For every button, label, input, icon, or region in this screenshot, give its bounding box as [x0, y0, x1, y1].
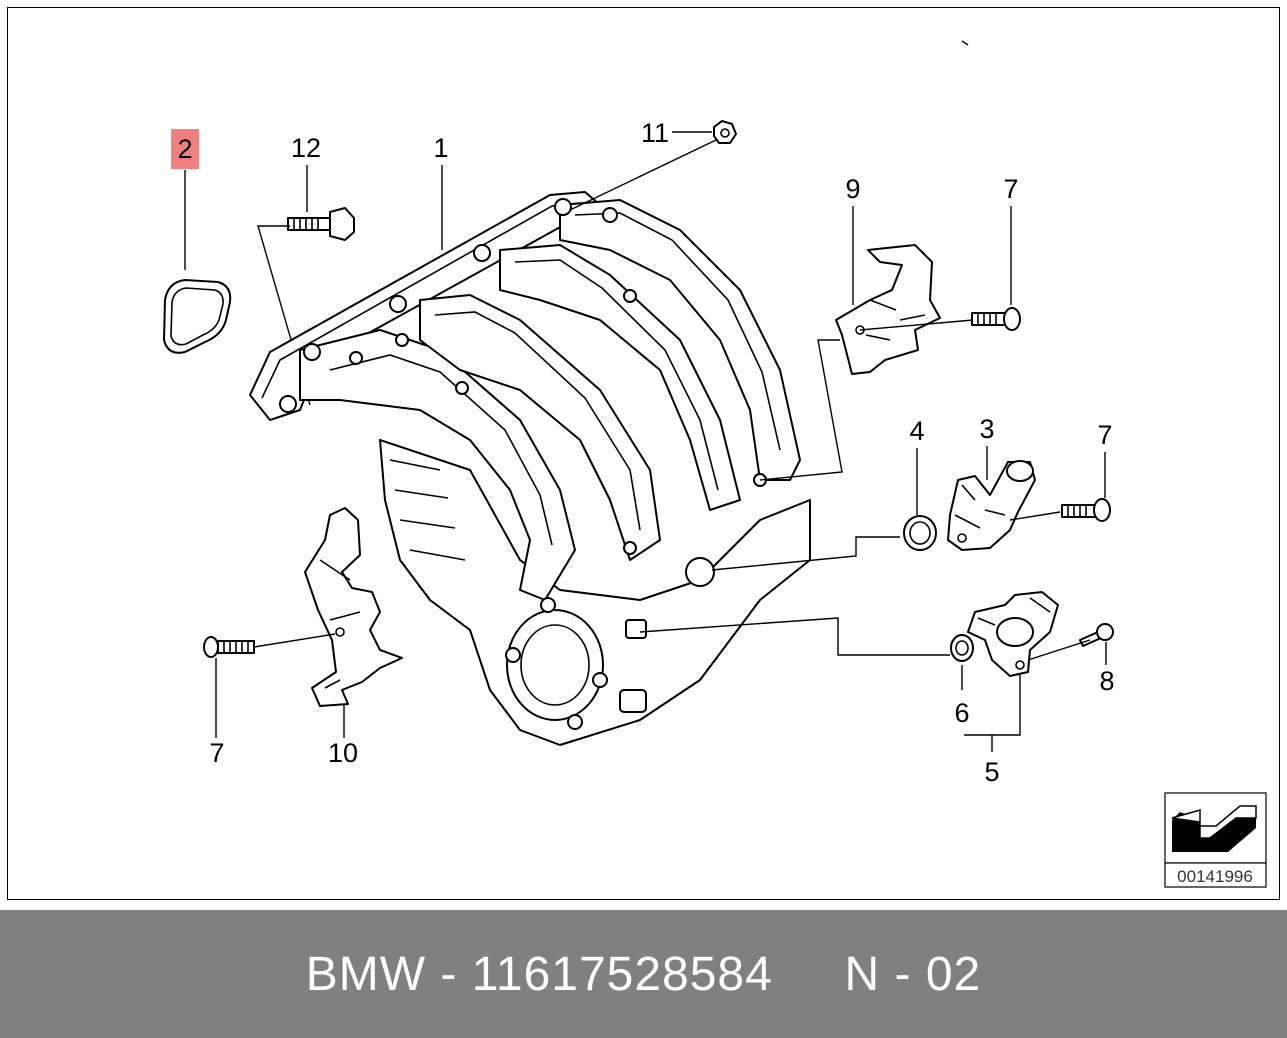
part-number: 11617528584 [471, 947, 773, 1001]
callout-11-pointer [569, 139, 717, 211]
callout-12[interactable]: 12 [291, 133, 321, 163]
part-caption: BMW - 11617528584 N - 02 [306, 947, 982, 1002]
drawing-number-box [1164, 862, 1267, 888]
bolt-part-7-middle [1061, 498, 1111, 522]
callout-6[interactable]: 6 [954, 698, 969, 728]
gasket-part-2 [163, 279, 232, 354]
drawing-number: 00141996 [1177, 867, 1253, 886]
callout-9[interactable]: 9 [845, 174, 860, 204]
nut-part-11 [713, 120, 737, 144]
bracket-10-bolt-line [253, 633, 336, 648]
intake-manifold-part-1 [249, 191, 811, 746]
callout-7-upper[interactable]: 7 [1003, 174, 1018, 204]
bracket-9-bolt-line [859, 319, 974, 331]
stray-mark [961, 40, 969, 46]
diagram-frame [7, 7, 1280, 900]
position-number: 02 [925, 947, 982, 1001]
o-ring-part-4 [903, 515, 937, 551]
callout-10[interactable]: 10 [328, 738, 358, 768]
sensor-part-5 [967, 591, 1059, 677]
separator: - [440, 947, 458, 1001]
parts-diagram: 2 12 1 [163, 40, 1267, 888]
flange-3-pointer [711, 536, 900, 571]
callout-11[interactable]: 11 [641, 118, 669, 148]
callout-7-middle[interactable]: 7 [1097, 420, 1112, 450]
screw-part-8 [1079, 623, 1114, 647]
flange-3-bolt-line [1009, 511, 1061, 521]
callout-8[interactable]: 8 [1099, 666, 1114, 696]
callout-5[interactable]: 5 [984, 757, 999, 787]
position-code: N [844, 947, 881, 1001]
coolant-flange-part-3 [947, 460, 1036, 551]
footer-bar: BMW - 11617528584 N - 02 [0, 910, 1287, 1038]
callout-5-bracket [964, 675, 1021, 752]
bracket-part-10 [304, 507, 403, 707]
o-ring-part-6 [950, 634, 974, 662]
callout-4[interactable]: 4 [909, 416, 924, 446]
sensor-5-pointer [639, 617, 950, 656]
bracket-part-9 [835, 244, 941, 375]
callout-7-lower[interactable]: 7 [209, 738, 224, 768]
separator: - [894, 947, 912, 1001]
sensor-5-screw-line [1027, 639, 1091, 661]
callout-3[interactable]: 3 [979, 414, 994, 444]
callout-9-pointer [759, 339, 843, 481]
bolt-part-7-lower [203, 636, 255, 658]
brand-label: BMW [305, 947, 427, 1001]
callout-2-highlight [171, 129, 199, 169]
callout-1[interactable]: 1 [433, 133, 448, 163]
bolt-part-7-upper [971, 307, 1021, 331]
direction-arrow-icon [1164, 792, 1267, 864]
bolt-part-12 [287, 207, 355, 241]
callout-2[interactable]: 2 [177, 134, 192, 164]
